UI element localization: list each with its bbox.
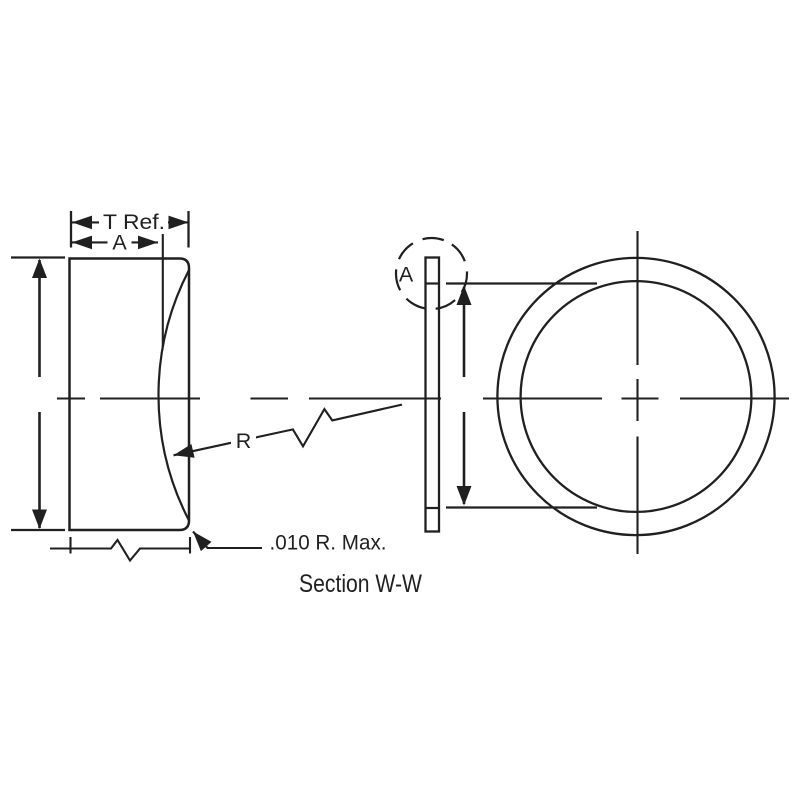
arrowhead-radius	[173, 444, 195, 458]
detail-callout: A	[394, 236, 469, 311]
arrowhead-left	[72, 235, 92, 250]
section-title: Section W-W	[299, 570, 422, 598]
section-outline	[68, 257, 191, 532]
radius-leader: R	[173, 403, 403, 458]
flat-dim-label: A	[112, 231, 127, 255]
edge-radius-note: .010 R. Max.	[270, 531, 387, 555]
edge-radius-leader: .010 R. Max.	[192, 531, 387, 555]
inner-circle	[519, 279, 753, 514]
arrowhead-right	[138, 235, 158, 250]
arrowhead-up	[456, 285, 472, 305]
detail-dashed-circle	[394, 236, 469, 311]
thickness-dimension: T Ref.	[69, 210, 190, 248]
radius-label: R	[236, 429, 252, 453]
inner-diameter-dimension	[446, 282, 597, 509]
arrowhead-down	[456, 486, 472, 506]
flat-dimension: A	[72, 231, 164, 347]
arrowhead-up	[32, 258, 47, 278]
bottom-break-line	[50, 537, 192, 563]
arrowhead-edge-radius	[193, 531, 212, 552]
arrowhead-left	[72, 215, 92, 230]
height-dimension	[11, 256, 65, 532]
outer-circle	[496, 256, 776, 537]
arrowhead-right	[168, 215, 189, 230]
concave-surface-arc	[157, 269, 190, 522]
front-view	[496, 231, 776, 554]
arrowhead-down	[32, 509, 47, 529]
section-view: T Ref. A	[11, 210, 422, 598]
detail-callout-label: A	[399, 263, 414, 287]
edge-view: A	[394, 236, 597, 533]
thickness-dim-label: T Ref.	[103, 210, 165, 234]
edge-outline	[424, 256, 441, 533]
